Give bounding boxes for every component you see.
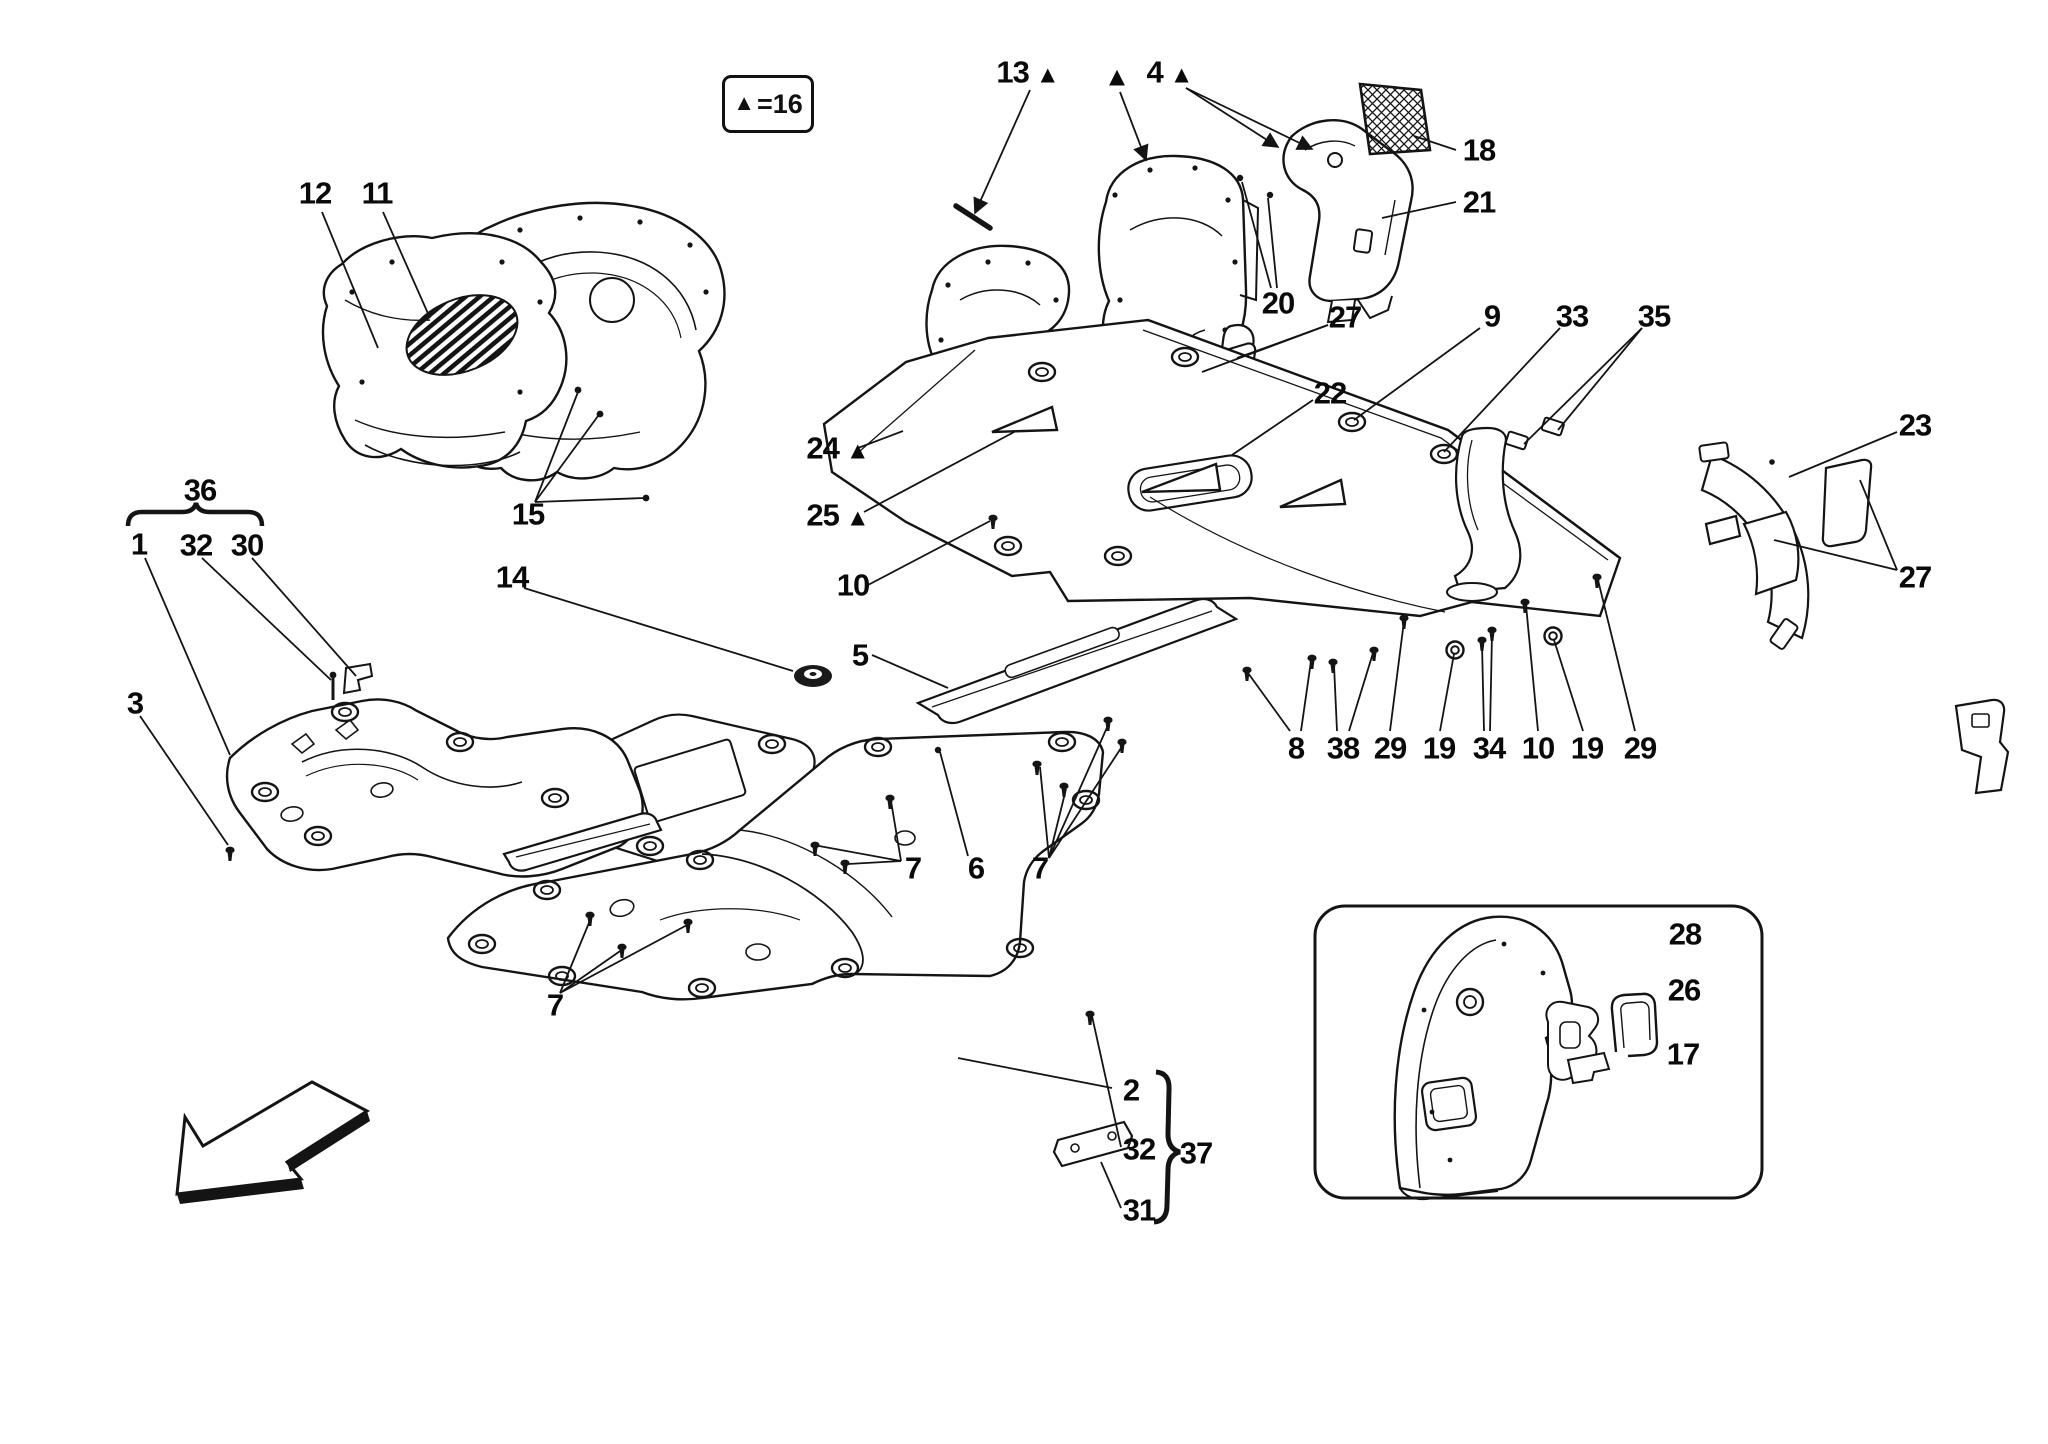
- vent-grille: [405, 294, 519, 376]
- callout-29: 29: [1623, 730, 1657, 766]
- detail-inset: [1313, 904, 1764, 1201]
- grommet-14: [794, 665, 832, 687]
- callout-21: 21: [1462, 184, 1496, 220]
- callout-19: 19: [1570, 730, 1604, 766]
- callout-30: 30: [230, 527, 264, 563]
- part-front-wheelhouse-liner-front-shell: [321, 232, 568, 469]
- callout-28: 28: [1668, 916, 1702, 952]
- callout-29: 29: [1373, 730, 1407, 766]
- arch-patch-inner: [1742, 510, 1800, 596]
- callout-24: 24▲: [806, 430, 870, 466]
- callout-31: 31: [1122, 1192, 1156, 1228]
- callout-27: 27: [1328, 299, 1362, 335]
- callout-3: 3: [126, 685, 144, 721]
- callout-7: 7: [904, 850, 922, 886]
- callout-7: 7: [546, 987, 564, 1023]
- legend-box: ▲=16: [722, 75, 814, 133]
- arch-patch-outer: [1821, 458, 1873, 548]
- callout-22: 22: [1313, 375, 1347, 411]
- callout-13: 13▲: [996, 54, 1060, 90]
- callout-35: 35: [1637, 298, 1671, 334]
- callout-20: 20: [1261, 285, 1295, 321]
- callout-9: 9: [1483, 298, 1501, 334]
- leader-lines: [139, 87, 1898, 1209]
- part-side-clip: [1954, 698, 2010, 795]
- part-stiffener-bracket-31: [1052, 1120, 1134, 1168]
- callout-12: 12: [298, 175, 332, 211]
- callout-1: 1: [130, 526, 148, 562]
- part-rear-undertray: [822, 318, 1622, 618]
- callout-11: 11: [361, 175, 394, 211]
- grouping-braces: [125, 502, 1181, 1225]
- callout-34: 34: [1472, 730, 1506, 766]
- callout-23: 23: [1898, 407, 1932, 443]
- part-rear-arch-segment: [1698, 441, 1873, 650]
- callout-17: 17: [1666, 1036, 1700, 1072]
- part-mesh-grille: [1358, 82, 1432, 156]
- part-brake-duct: [1453, 426, 1522, 594]
- callout-25: 25▲: [806, 497, 870, 533]
- legend-value: =16: [756, 88, 803, 119]
- callout-5: 5: [851, 637, 869, 673]
- callout-8: 8: [1287, 730, 1305, 766]
- legend-triangle-icon: ▲: [733, 90, 755, 115]
- callout-10: 10: [1521, 730, 1555, 766]
- part-side-bracket: [1282, 119, 1414, 324]
- callout-33: 33: [1555, 298, 1589, 334]
- callout-36: 36: [183, 472, 217, 508]
- brace-36: [125, 502, 265, 527]
- callout-6: 6: [967, 850, 985, 886]
- callout-38: 38: [1326, 730, 1360, 766]
- callout-37: 37: [1179, 1135, 1213, 1171]
- callout-19: 19: [1422, 730, 1456, 766]
- callout-32: 32: [179, 527, 213, 563]
- part-inset-wheelhouse: [1393, 915, 1574, 1201]
- rivet-pin-13: [953, 203, 993, 231]
- callout-7: 7: [1031, 850, 1049, 886]
- brace-37: [1153, 1069, 1181, 1225]
- part-front-centre-undertray: [446, 730, 1105, 1001]
- callout-32: 32: [1122, 1131, 1156, 1167]
- part-front-lip-strip: [502, 812, 663, 872]
- callout-15: 15: [511, 496, 545, 532]
- callout-18: 18: [1462, 132, 1496, 168]
- callout-triangle: ▲: [1103, 61, 1131, 92]
- callout-10: 10: [836, 567, 870, 603]
- part-central-strip: [915, 597, 1239, 725]
- callout-27: 27: [1898, 559, 1932, 595]
- callout-2: 2: [1122, 1072, 1140, 1108]
- callout-26: 26: [1667, 972, 1701, 1008]
- fasteners: [225, 174, 1613, 1025]
- part-inset-clamp: [1545, 1000, 1611, 1085]
- part-inset-bracket: [1610, 992, 1659, 1058]
- callout-14: 14: [495, 559, 529, 595]
- callout-4: 4▲: [1146, 54, 1194, 90]
- direction-arrow-icon: [175, 1080, 370, 1204]
